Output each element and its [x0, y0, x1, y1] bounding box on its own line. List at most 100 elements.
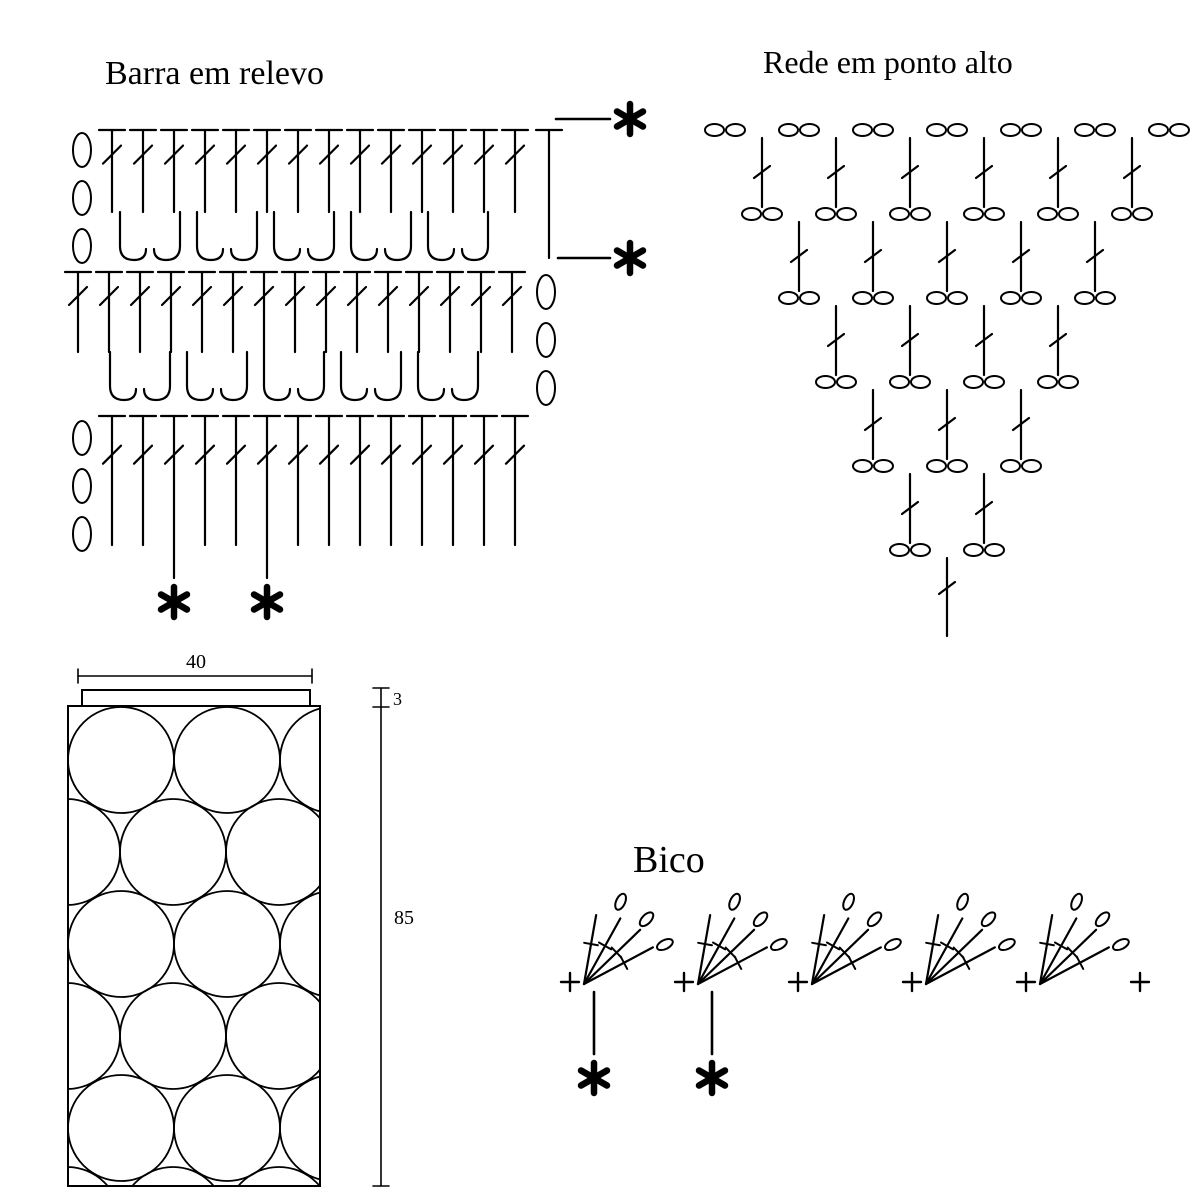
double-crochet-symbol	[63, 270, 93, 354]
single-crochet-plus-symbol	[1015, 971, 1037, 993]
rede-section-title: Rede em ponto alto	[763, 44, 1013, 80]
single-crochet-plus-symbol	[673, 971, 695, 993]
dc-post-symbol	[974, 472, 994, 545]
bico-section-title: Bico	[633, 839, 705, 881]
double-crochet-symbol	[345, 128, 375, 214]
fan-motif	[582, 892, 674, 986]
single-crochet-plus-symbol	[559, 971, 581, 993]
chain-pair-symbol	[741, 207, 783, 221]
chain-pair-symbol	[778, 291, 820, 305]
double-crochet-symbol	[314, 414, 344, 547]
asterisk-marker	[613, 100, 647, 138]
post-stitch-pair-symbol	[349, 210, 413, 262]
double-crochet-symbol	[469, 414, 499, 547]
chain-pair-symbol	[926, 459, 968, 473]
double-crochet-symbol	[438, 414, 468, 547]
dc-post-symbol	[937, 388, 957, 461]
double-crochet-symbol	[252, 414, 282, 580]
double-crochet-symbol	[342, 270, 372, 354]
double-crochet-symbol	[314, 128, 344, 214]
trim-measurement-label: 3	[393, 689, 402, 709]
chain-pair-symbol	[1000, 123, 1042, 137]
double-crochet-symbol	[438, 128, 468, 214]
asterisk-marker	[250, 583, 284, 621]
double-crochet-symbol	[94, 270, 124, 354]
chain-symbol	[536, 274, 556, 310]
stitch-band	[72, 128, 564, 264]
chain-pair-symbol	[889, 375, 931, 389]
fan-motif	[810, 892, 902, 986]
rede-diagram	[704, 123, 1190, 638]
chain-pair-symbol	[852, 123, 894, 137]
double-crochet-symbol	[190, 128, 220, 214]
double-crochet-symbol	[407, 128, 437, 214]
double-crochet-symbol	[469, 128, 499, 214]
double-crochet-symbol	[190, 414, 220, 547]
double-crochet-symbol	[500, 128, 530, 214]
double-crochet-symbol	[466, 270, 496, 354]
post-stitch-pair-symbol	[118, 210, 182, 262]
dc-post-symbol	[789, 220, 809, 293]
asterisk-marker	[157, 583, 191, 621]
chain-pair-symbol	[963, 375, 1005, 389]
chain-pair-symbol	[889, 543, 931, 557]
stitch-band	[72, 414, 530, 580]
dc-post-symbol	[863, 220, 883, 293]
double-crochet-symbol	[373, 270, 403, 354]
chain-pair-symbol	[926, 123, 968, 137]
asterisk-marker	[613, 239, 647, 277]
double-crochet-symbol	[311, 270, 341, 354]
double-crochet-symbol	[97, 414, 127, 547]
fan-motif	[924, 892, 1016, 986]
double-crochet-symbol	[221, 128, 251, 214]
double-crochet-symbol	[283, 414, 313, 547]
double-crochet-symbol	[376, 128, 406, 214]
double-crochet-symbol	[500, 414, 530, 547]
single-crochet-plus-symbol	[1129, 971, 1151, 993]
double-crochet-symbol	[125, 270, 155, 354]
post-stitch-pair-symbol	[185, 350, 249, 402]
barra-diagram	[63, 100, 647, 621]
turning-stem	[534, 128, 564, 260]
single-crochet-plus-symbol	[787, 971, 809, 993]
chain-pair-symbol	[1000, 291, 1042, 305]
double-crochet-symbol	[97, 128, 127, 214]
chain-symbol	[72, 180, 92, 216]
chain-pair-symbol	[1000, 459, 1042, 473]
double-crochet-symbol	[404, 270, 434, 354]
double-crochet-symbol	[221, 414, 251, 547]
trim-strip-outline	[81, 689, 311, 707]
measurements	[77, 668, 390, 1187]
chain-pair-symbol	[815, 375, 857, 389]
chain-pair-symbol	[963, 543, 1005, 557]
double-crochet-symbol	[249, 270, 279, 354]
post-stitch-pair-symbol	[426, 210, 490, 262]
double-crochet-symbol	[128, 128, 158, 214]
chain-symbol	[536, 322, 556, 358]
chain-pair-symbol	[1037, 375, 1079, 389]
fan-motif	[696, 892, 788, 986]
post-stitch-pair-symbol	[272, 210, 336, 262]
double-crochet-symbol	[280, 270, 310, 354]
fan-motif	[1038, 892, 1130, 986]
dc-post-symbol	[937, 220, 957, 293]
chain-symbol	[536, 370, 556, 406]
chain-pair-symbol	[963, 207, 1005, 221]
dc-post-symbol	[900, 136, 920, 209]
chain-pair-symbol	[704, 123, 746, 137]
chain-pair-symbol	[1037, 207, 1079, 221]
chain-pair-symbol	[889, 207, 931, 221]
dc-post-symbol	[1011, 388, 1031, 461]
chain-pair-symbol	[1148, 123, 1190, 137]
dc-post-symbol	[826, 304, 846, 377]
double-crochet-symbol	[218, 270, 248, 354]
dc-post-symbol	[1048, 136, 1068, 209]
asterisk-marker	[577, 1059, 611, 1097]
chain-pair-symbol	[926, 291, 968, 305]
double-crochet-symbol	[345, 414, 375, 547]
double-crochet-symbol	[435, 270, 465, 354]
dc-post-symbol	[900, 304, 920, 377]
dc-post-symbol	[974, 136, 994, 209]
